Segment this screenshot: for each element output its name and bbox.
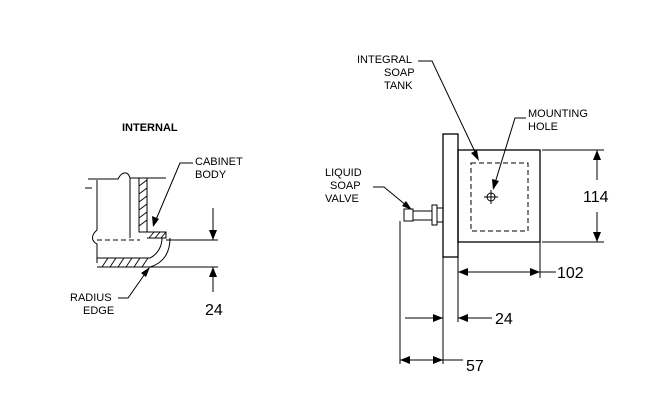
dim-57: 57 bbox=[466, 358, 484, 375]
side-view: INTEGRAL SOAP TANK MOUNTING HOLE LIQUID … bbox=[325, 54, 609, 375]
tank-inner-hidden bbox=[470, 162, 529, 232]
mounting-hole-label-1: MOUNTING bbox=[528, 108, 588, 120]
dim-24-arrow-bottom bbox=[209, 267, 217, 277]
dim-57-arrow-left bbox=[400, 356, 410, 364]
cabinet-body-label-1: CABINET bbox=[195, 156, 243, 168]
dim-57-arrow-right bbox=[433, 356, 443, 364]
integral-soap-tank-arrowhead bbox=[471, 150, 479, 161]
soap-valve bbox=[403, 204, 444, 226]
dim-102-arrow-left bbox=[458, 268, 468, 276]
break-line-top bbox=[88, 172, 166, 180]
cabinet-body-leader bbox=[154, 162, 193, 223]
cabinet-body-arrowhead bbox=[152, 216, 159, 227]
dim-24-arrow-left bbox=[433, 314, 443, 322]
dim-102-arrow-right bbox=[530, 268, 540, 276]
liquid-soap-valve-label-1: LIQUID bbox=[325, 167, 362, 179]
internal-detail: INTERNAL bbox=[70, 122, 243, 319]
liquid-soap-valve-leader bbox=[373, 186, 408, 207]
mounting-plate bbox=[442, 133, 459, 258]
dim-24-left: 24 bbox=[205, 302, 223, 319]
dim-24-arrow-right bbox=[458, 314, 468, 322]
cabinet-flange bbox=[139, 231, 167, 239]
liquid-soap-valve-arrowhead bbox=[402, 201, 412, 210]
cabinet-wall bbox=[138, 177, 148, 233]
integral-soap-tank-label-1: INTEGRAL bbox=[357, 54, 412, 66]
radius-edge-piece bbox=[97, 237, 171, 268]
mounting-hole-symbol bbox=[484, 190, 498, 204]
mounting-hole-arrowhead bbox=[492, 179, 499, 190]
dim-114: 114 bbox=[583, 189, 609, 206]
cabinet-body-label-2: BODY bbox=[195, 169, 227, 181]
liquid-soap-valve-label-2: SOAP bbox=[330, 180, 361, 192]
mounting-hole-leader bbox=[494, 117, 526, 184]
dim-102: 102 bbox=[557, 265, 584, 282]
radius-edge-leader bbox=[118, 270, 148, 299]
tank-body bbox=[457, 149, 541, 243]
liquid-soap-valve-label-3: VALVE bbox=[325, 193, 359, 205]
radius-edge-arrowhead bbox=[141, 267, 150, 277]
integral-soap-tank-label-2: SOAP bbox=[384, 67, 415, 79]
radius-edge-label-2: EDGE bbox=[83, 305, 114, 317]
integral-soap-tank-leader bbox=[418, 60, 477, 155]
dim-114-arrow-bottom bbox=[593, 232, 601, 242]
dim-24-right: 24 bbox=[495, 311, 513, 328]
dim-24-arrow-top bbox=[209, 230, 217, 240]
break-line-left bbox=[92, 180, 98, 263]
radius-edge-label-1: RADIUS bbox=[70, 292, 112, 304]
internal-title: INTERNAL bbox=[122, 122, 178, 134]
integral-soap-tank-label-3: TANK bbox=[384, 80, 413, 92]
dim-114-arrow-top bbox=[593, 150, 601, 160]
mounting-hole-label-2: HOLE bbox=[528, 121, 558, 133]
